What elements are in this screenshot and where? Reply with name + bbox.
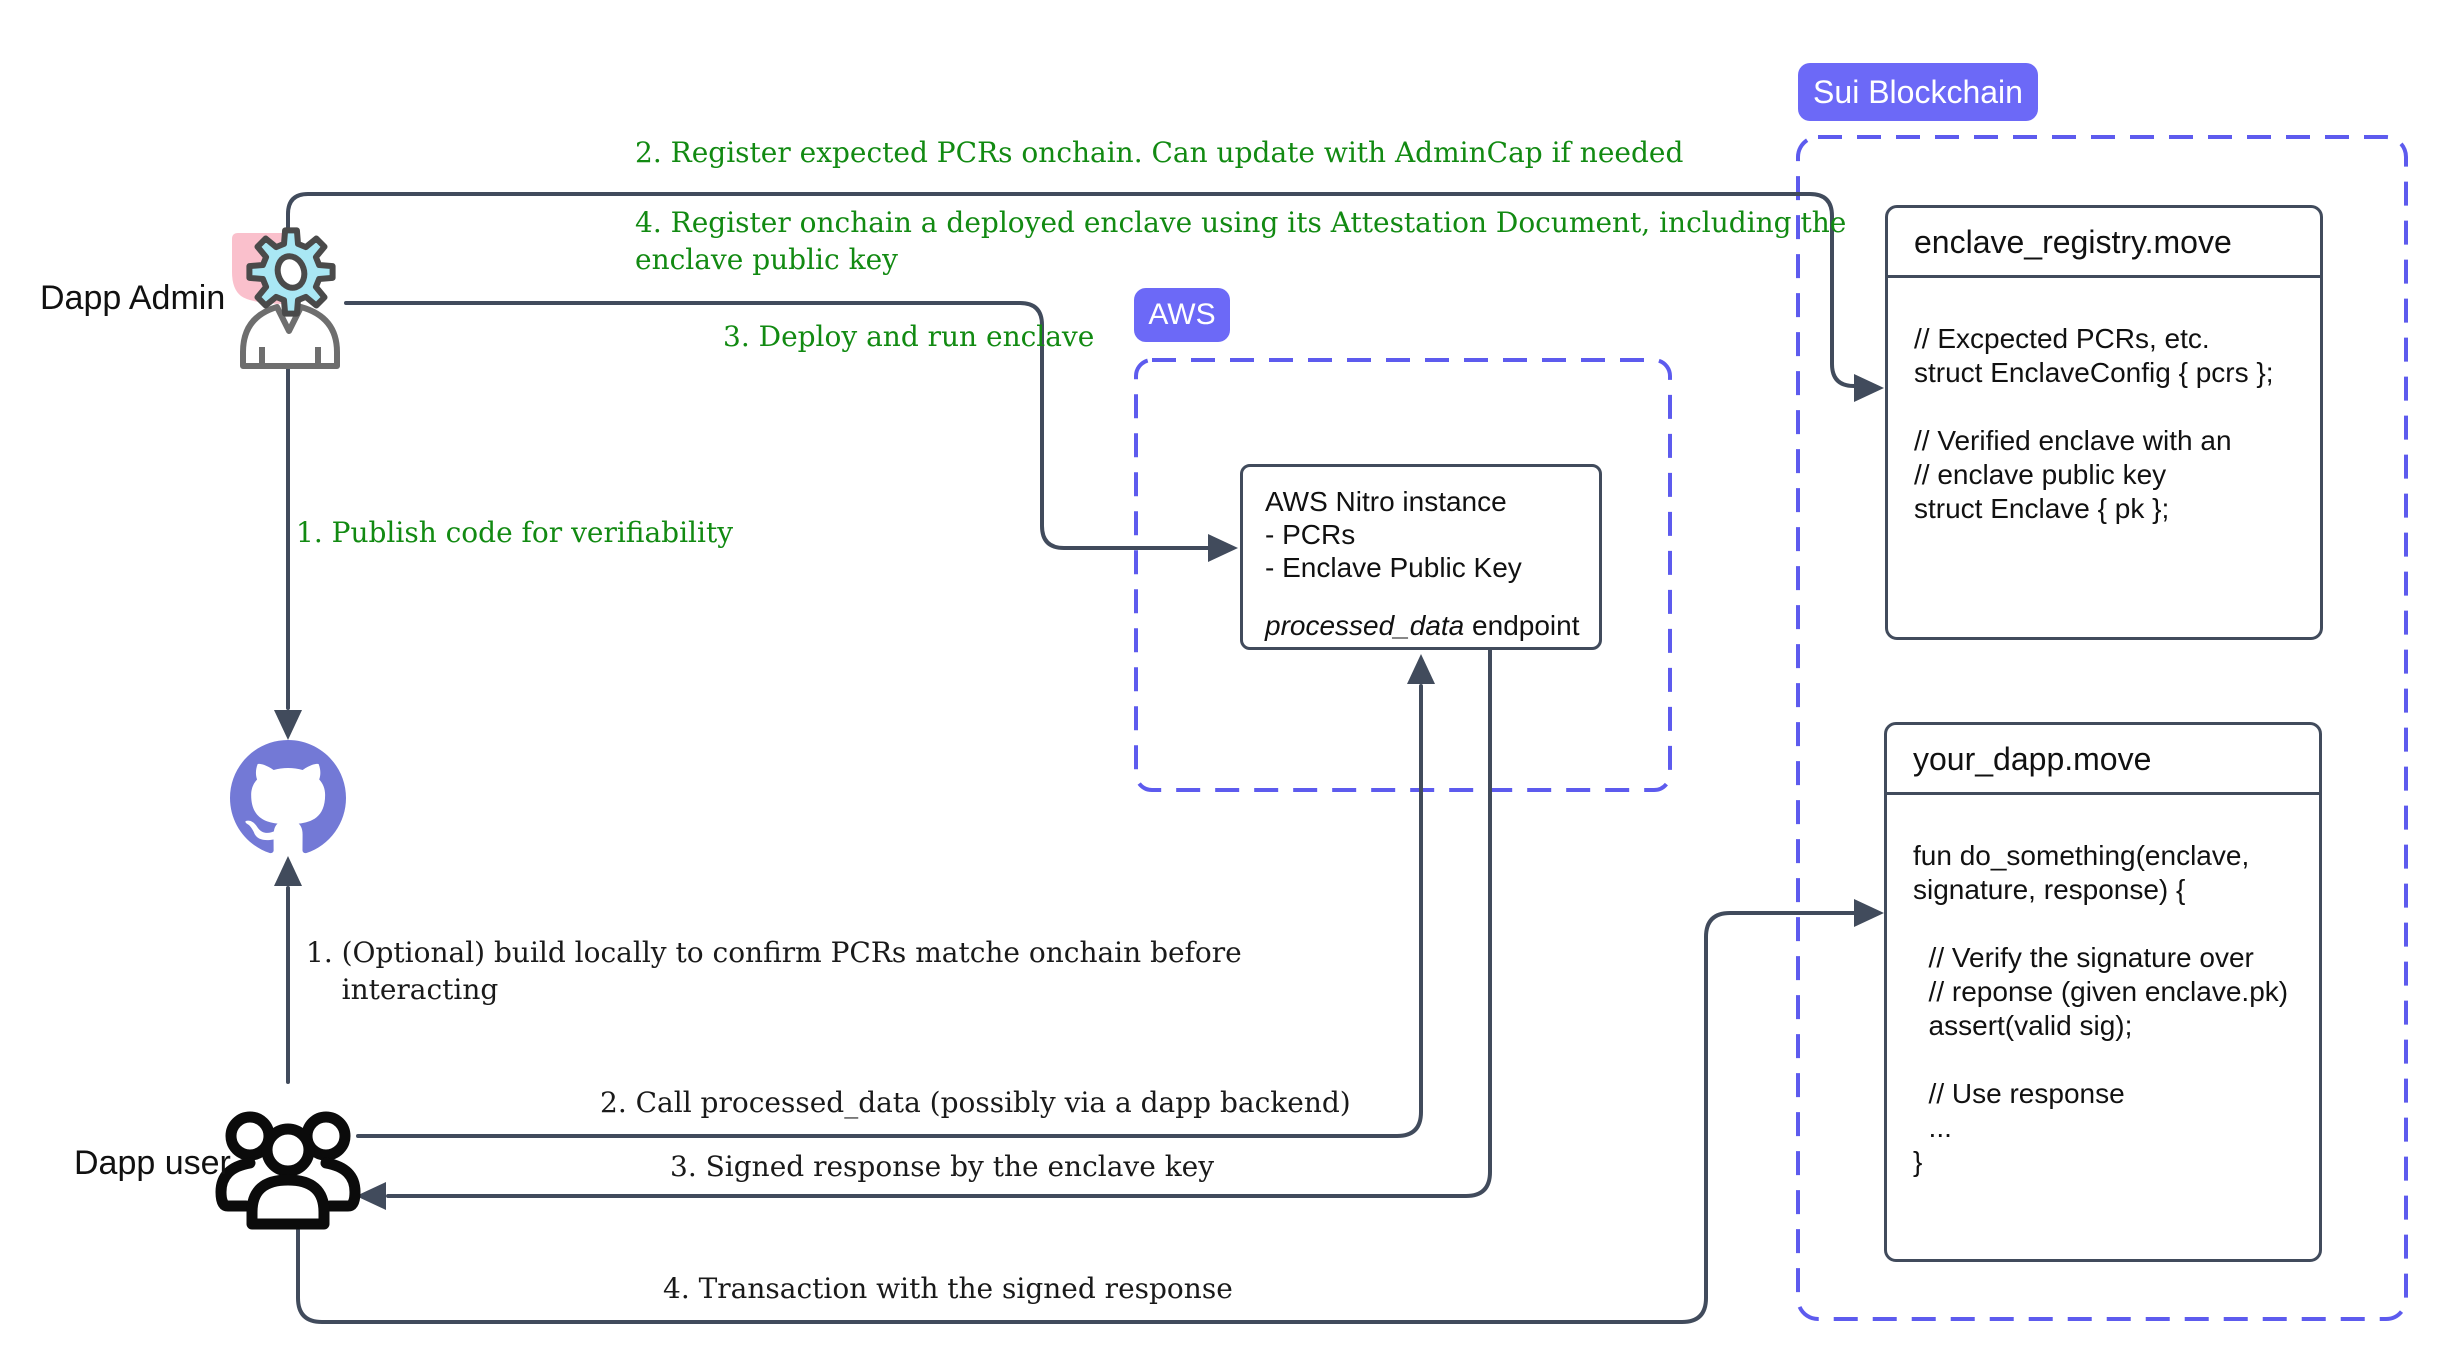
dapp-admin-label: Dapp Admin	[40, 279, 226, 317]
your-dapp-code: fun do_something(enclave,signature, resp…	[1913, 840, 2289, 1177]
annotation-transaction: 4. Transaction with the signed response	[663, 1272, 1233, 1305]
users-group-icon	[215, 1111, 361, 1230]
arrow-signed-response-line	[386, 648, 1492, 1198]
dapp-user-label: Dapp user	[74, 1144, 231, 1182]
annotation-call-endpoint: 2. Call processed_data (possibly via a d…	[600, 1086, 1351, 1119]
annotation-deploy-enclave: 3. Deploy and run enclave	[723, 320, 1095, 353]
dapp-admin-icon	[232, 227, 340, 369]
sui-blockchain-boundary-dashed-box	[1796, 135, 2408, 1321]
aws-badge: AWS	[1134, 288, 1230, 342]
arrow-call-endpoint-line	[356, 684, 1423, 1138]
enclave-registry-code: // Excpected PCRs, etc.struct EnclaveCon…	[1914, 323, 2274, 524]
arrowhead-into-github-top	[274, 710, 302, 740]
nitro-endpoint-line: processed_data endpoint	[1243, 584, 1599, 642]
github-icon	[230, 740, 346, 854]
arrow-transaction-line	[296, 911, 1856, 1324]
annotation-publish-code: 1. Publish code for verifiability	[296, 516, 734, 549]
aws-boundary-dashed-box	[1134, 358, 1672, 792]
gear-icon	[246, 227, 336, 317]
arrowhead-into-nitro-left	[1208, 534, 1238, 562]
endpoint-name: processed_data	[1265, 610, 1465, 641]
arrowhead-into-registry	[1854, 374, 1884, 402]
arrowhead-into-github-bottom	[274, 856, 302, 886]
arrowhead-into-your-dapp	[1854, 899, 1884, 927]
your-dapp-box: your_dapp.move fun do_something(enclave,…	[1884, 722, 2322, 1262]
enclave-registry-title: enclave_registry.move	[1888, 208, 2320, 278]
annotation-register-enclave: 4. Register onchain a deployed enclave u…	[635, 206, 1847, 276]
arrowhead-into-nitro-bottom	[1407, 654, 1435, 684]
annotation-signed-response: 3. Signed response by the enclave key	[670, 1150, 1215, 1183]
annotation-register-pcrs: 2. Register expected PCRs onchain. Can u…	[635, 136, 1684, 169]
nitro-box-lines: AWS Nitro instance- PCRs- Enclave Public…	[1265, 486, 1522, 583]
your-dapp-title: your_dapp.move	[1887, 725, 2319, 795]
endpoint-suffix: endpoint	[1464, 610, 1580, 641]
arrow-deploy-enclave-line	[344, 301, 1212, 550]
enclave-registry-box: enclave_registry.move // Excpected PCRs,…	[1885, 205, 2323, 640]
person-icon	[240, 304, 340, 369]
arrow-register-pcrs-line	[286, 192, 1860, 388]
annotation-build-locally: 1. (Optional) build locally to confirm P…	[306, 936, 1242, 1006]
aws-nitro-instance-box: AWS Nitro instance- PCRs- Enclave Public…	[1240, 464, 1602, 650]
arrowhead-into-dapp-user	[356, 1182, 386, 1210]
sui-blockchain-badge: Sui Blockchain	[1798, 63, 2038, 121]
